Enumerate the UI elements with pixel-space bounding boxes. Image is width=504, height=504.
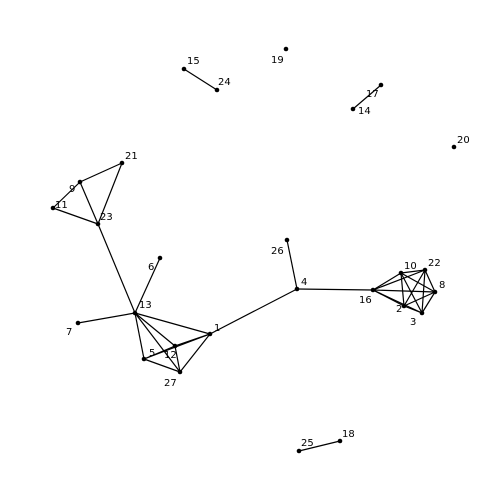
edge-13-5 bbox=[134, 312, 145, 360]
node-label-5: 5 bbox=[149, 348, 155, 359]
edge-13-12 bbox=[134, 312, 176, 347]
node-17 bbox=[378, 82, 384, 88]
edge-17-14 bbox=[352, 84, 382, 110]
node-7 bbox=[75, 320, 81, 326]
edge-23-13 bbox=[97, 223, 136, 314]
edge-10-22 bbox=[400, 269, 426, 274]
edge-26-4 bbox=[286, 239, 298, 290]
node-12 bbox=[172, 343, 178, 349]
node-4 bbox=[294, 286, 300, 292]
edge-21-23 bbox=[97, 162, 123, 225]
node-23 bbox=[95, 221, 101, 227]
node-6 bbox=[157, 255, 163, 261]
node-label-19: 19 bbox=[271, 55, 284, 66]
edge-22-2 bbox=[403, 269, 426, 307]
node-label-6: 6 bbox=[148, 262, 154, 273]
node-11 bbox=[50, 205, 56, 211]
node-label-7: 7 bbox=[66, 327, 72, 338]
edge-6-13 bbox=[134, 257, 161, 314]
nodes-layer bbox=[50, 46, 457, 454]
edge-7-13 bbox=[77, 312, 136, 324]
node-22 bbox=[422, 267, 428, 273]
edge-11-23 bbox=[52, 207, 99, 225]
node-label-15: 15 bbox=[187, 56, 200, 67]
node-label-26: 26 bbox=[271, 246, 284, 257]
node-label-17: 17 bbox=[366, 89, 379, 100]
node-15 bbox=[181, 66, 187, 72]
node-14 bbox=[350, 106, 356, 112]
node-label-2: 2 bbox=[396, 304, 402, 315]
edge-16-8 bbox=[372, 289, 436, 293]
node-25 bbox=[296, 448, 302, 454]
node-label-21: 21 bbox=[125, 151, 138, 162]
node-label-3: 3 bbox=[410, 317, 416, 328]
edge-13-27 bbox=[134, 312, 181, 373]
node-label-11: 11 bbox=[55, 200, 68, 211]
edge-22-8 bbox=[424, 269, 436, 293]
edge-25-18 bbox=[298, 440, 341, 452]
node-label-4: 4 bbox=[301, 277, 307, 288]
node-label-14: 14 bbox=[358, 106, 371, 117]
edge-21-9 bbox=[79, 162, 123, 183]
node-label-20: 20 bbox=[457, 135, 470, 146]
edge-22-3 bbox=[421, 269, 426, 314]
node-label-27: 27 bbox=[164, 378, 177, 389]
node-9 bbox=[77, 179, 83, 185]
labels-layer: 1234567891011121314151617181920212223242… bbox=[55, 55, 470, 449]
edge-1-4 bbox=[209, 288, 298, 335]
edge-12-1 bbox=[174, 333, 211, 347]
node-8 bbox=[432, 289, 438, 295]
node-label-12: 12 bbox=[164, 350, 177, 361]
node-19 bbox=[283, 46, 289, 52]
node-18 bbox=[337, 438, 343, 444]
edge-13-1 bbox=[134, 312, 211, 335]
node-2 bbox=[401, 303, 407, 309]
edge-8-3 bbox=[421, 291, 436, 314]
node-26 bbox=[284, 237, 290, 243]
node-label-16: 16 bbox=[359, 295, 372, 306]
edge-5-27 bbox=[143, 358, 181, 373]
node-10 bbox=[398, 270, 404, 276]
edge-10-2 bbox=[400, 272, 405, 307]
edges-layer bbox=[52, 68, 436, 452]
node-1 bbox=[207, 331, 213, 337]
edge-4-16 bbox=[296, 288, 374, 291]
node-13 bbox=[132, 310, 138, 316]
node-21 bbox=[119, 160, 125, 166]
edge-27-1 bbox=[179, 333, 211, 373]
node-label-18: 18 bbox=[342, 429, 355, 440]
node-label-8: 8 bbox=[439, 280, 445, 291]
edge-3-2 bbox=[403, 305, 423, 314]
edge-16-10 bbox=[372, 272, 402, 291]
node-20 bbox=[451, 144, 457, 150]
node-label-1: 1 bbox=[214, 323, 220, 334]
node-16 bbox=[370, 287, 376, 293]
edge-16-2 bbox=[372, 289, 405, 307]
node-label-24: 24 bbox=[218, 77, 231, 88]
node-label-25: 25 bbox=[301, 438, 314, 449]
node-label-10: 10 bbox=[404, 261, 417, 272]
node-5 bbox=[141, 356, 147, 362]
edge-15-24 bbox=[183, 68, 218, 91]
edge-9-23 bbox=[79, 181, 99, 225]
node-label-9: 9 bbox=[69, 184, 75, 195]
node-27 bbox=[177, 369, 183, 375]
edge-9-11 bbox=[52, 181, 81, 209]
node-label-23: 23 bbox=[100, 212, 113, 223]
node-label-13: 13 bbox=[139, 300, 152, 311]
node-label-22: 22 bbox=[428, 258, 441, 269]
node-24 bbox=[214, 87, 220, 93]
edge-8-2 bbox=[403, 291, 436, 307]
edge-16-22 bbox=[372, 269, 426, 291]
edge-12-27 bbox=[174, 345, 181, 373]
node-3 bbox=[419, 310, 425, 316]
